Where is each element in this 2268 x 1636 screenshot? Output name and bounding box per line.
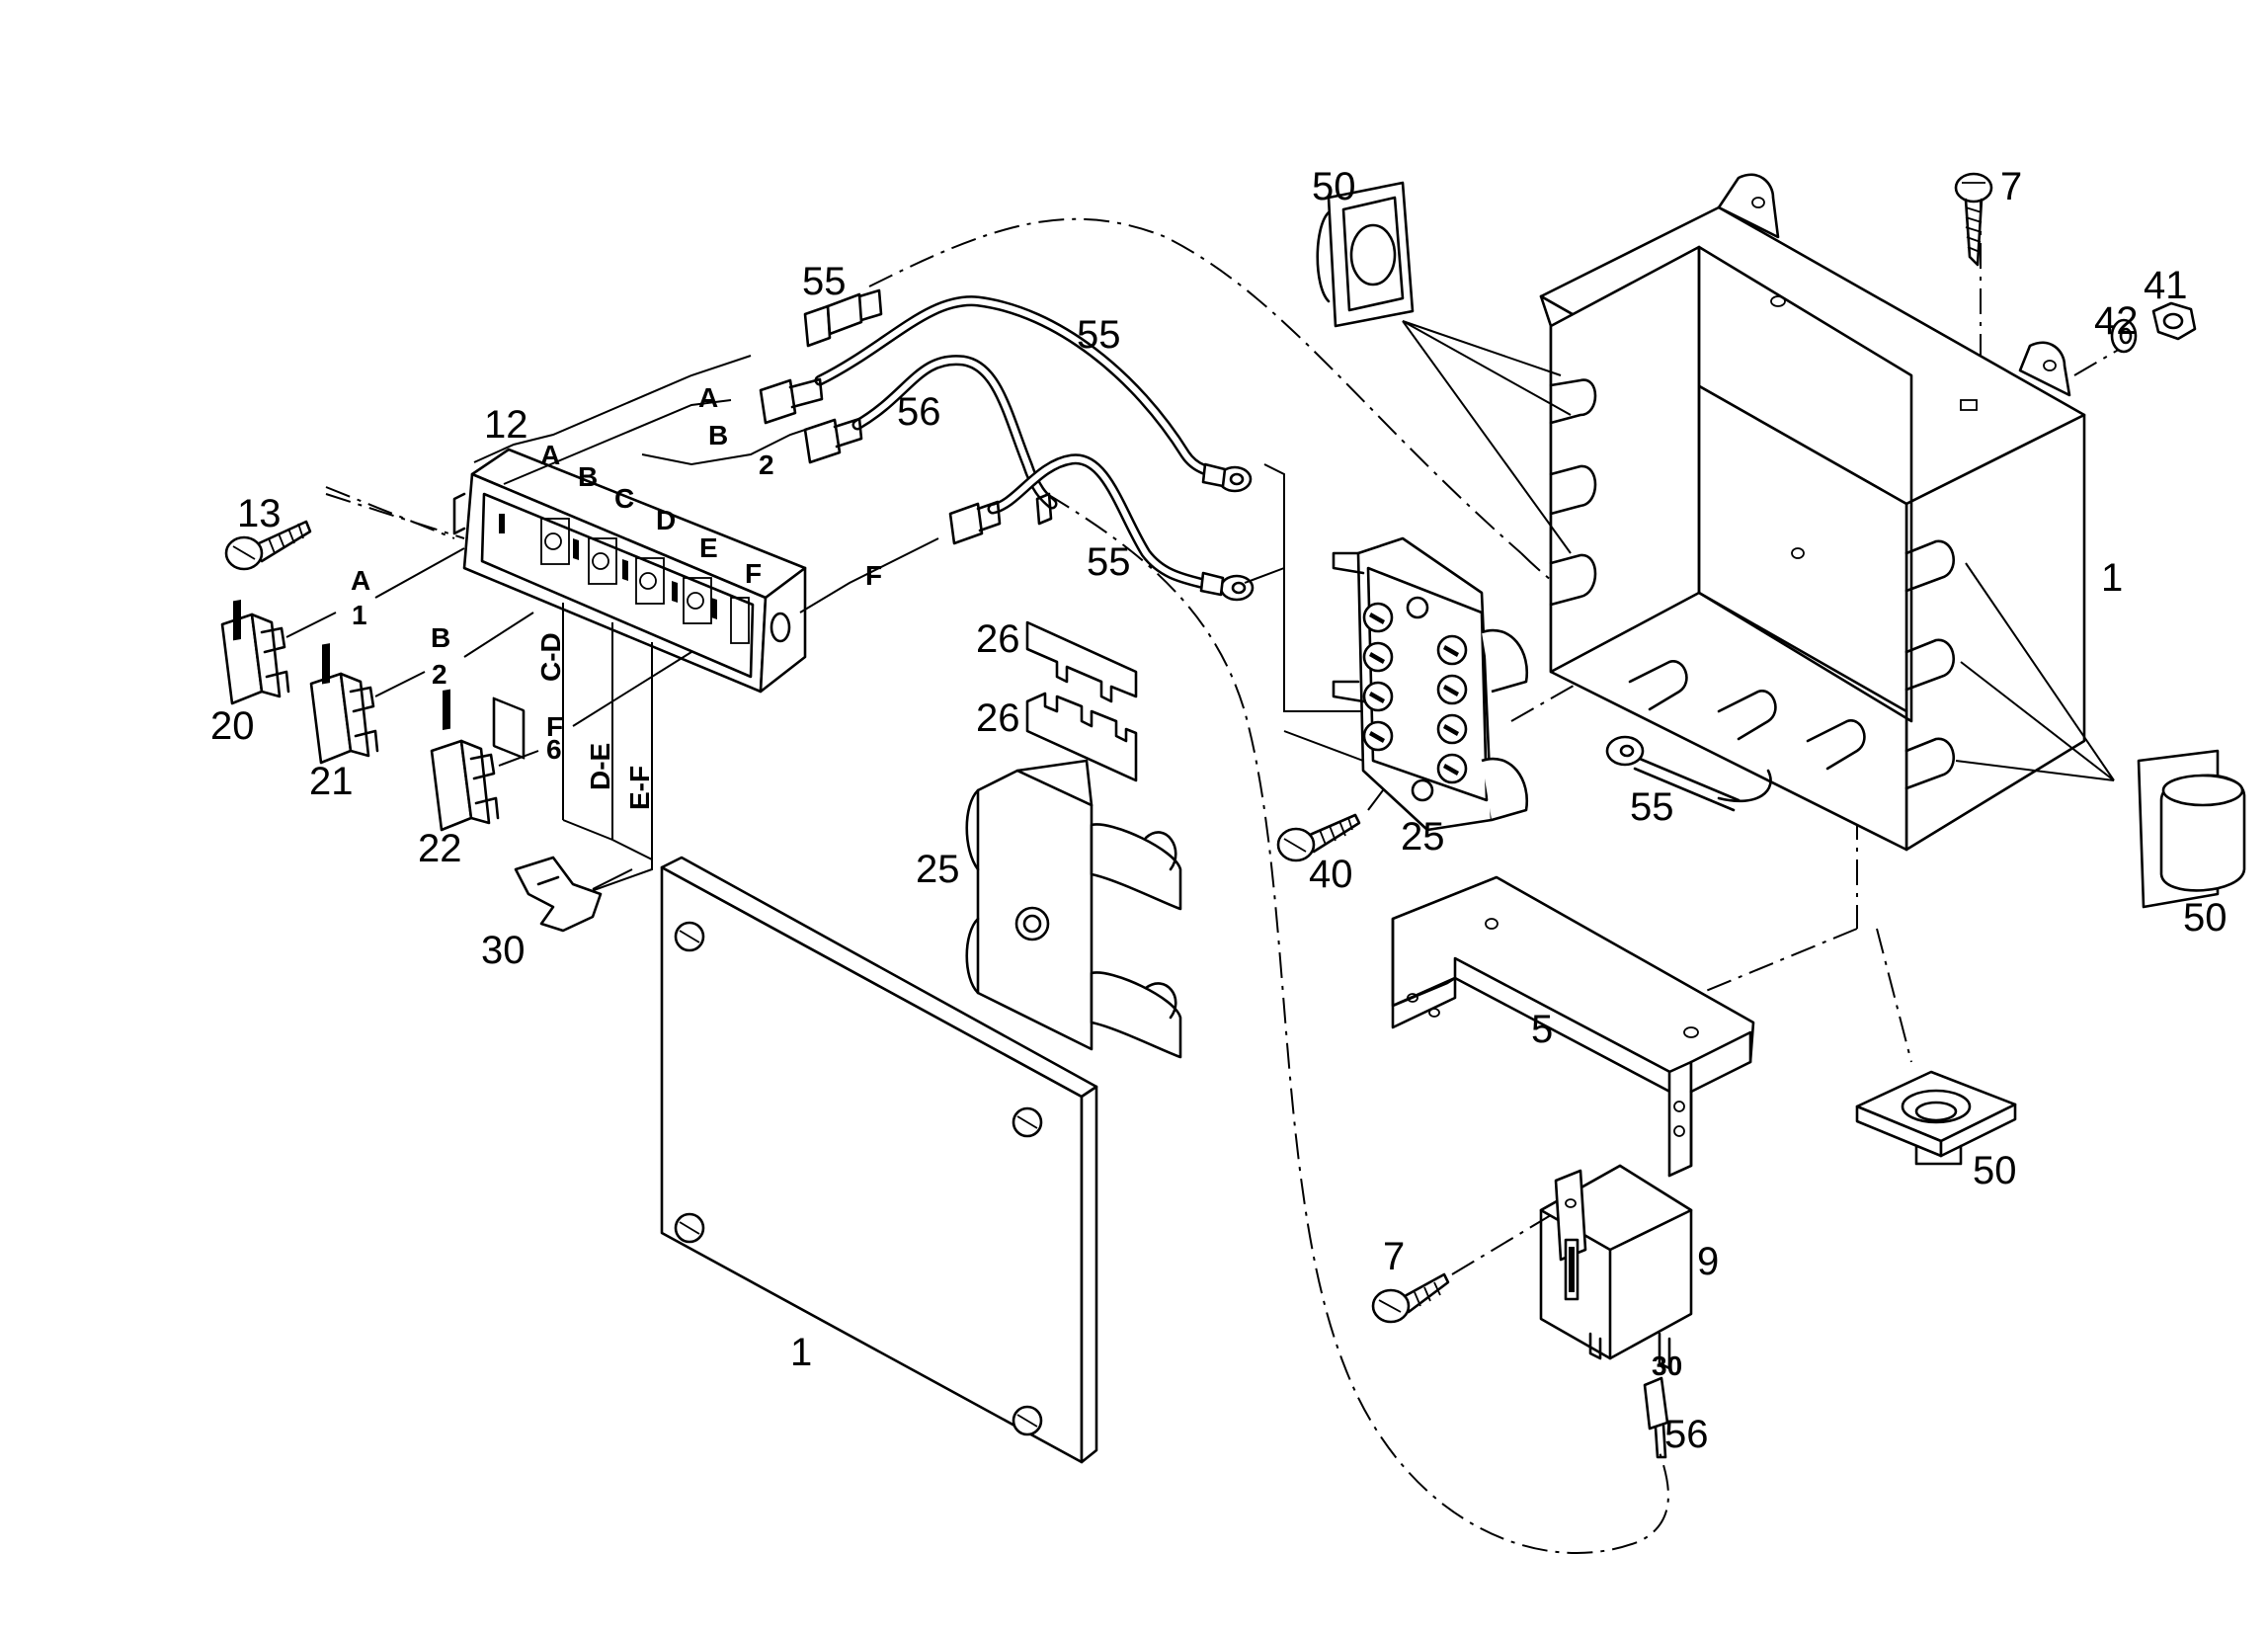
part-label-wire-56-relay: 56 — [1664, 1413, 1709, 1456]
part-label-relay-pin: 30 — [1652, 1350, 1682, 1381]
part-label-terminal-block-left: 25 — [916, 848, 960, 891]
screw-icon — [224, 486, 455, 571]
fuse-connection-leaders: A B 2 F A 1 B 2 F 6 C-D D-E E-F — [285, 355, 939, 895]
part-number-labels: 1 1 5 7 7 9 12 13 20 21 22 25 25 26 26 3… — [210, 165, 2228, 1456]
part-label-relay: 9 — [1697, 1240, 1719, 1283]
svg-text:B: B — [431, 622, 450, 653]
fuse-slots — [492, 514, 750, 760]
svg-text:A: A — [351, 565, 370, 596]
part-label-plate-lower: 26 — [976, 696, 1020, 740]
fuse-icon — [430, 689, 500, 832]
fuse-icon — [309, 643, 379, 765]
part-label-wire-56: 56 — [897, 390, 941, 434]
part-label-fuse-block: 12 — [484, 403, 528, 447]
svg-text:2: 2 — [759, 450, 774, 480]
wire-terminal-icon — [803, 288, 883, 348]
part-label-nut: 41 — [2144, 264, 2188, 307]
grommet-icon — [1316, 181, 1415, 328]
svg-text:C-D: C-D — [535, 632, 566, 682]
part-label-housing: 1 — [2101, 556, 2123, 600]
relay-icon — [1539, 1164, 1693, 1370]
part-label-screw-40: 40 — [1309, 853, 1353, 896]
part-label-grommet-right: 50 — [2183, 896, 2228, 940]
part-label-grommet-bottom: 50 — [1973, 1149, 2017, 1192]
part-label-wire-ring: 55 — [1630, 785, 1674, 829]
svg-text:B: B — [578, 461, 598, 492]
part-label-wire-upper: 55 — [1077, 313, 1121, 357]
cover-screw-icon — [674, 921, 1043, 1436]
terminal-block-icon — [1332, 536, 1529, 832]
part-label-fuse-22: 22 — [418, 827, 462, 870]
screw-icon — [1276, 789, 1384, 862]
clip — [514, 856, 633, 933]
fuse-icon — [220, 599, 290, 705]
svg-text:A: A — [698, 382, 718, 413]
ring-terminal-icon — [1605, 735, 1772, 812]
part-label-washer: 42 — [2094, 299, 2139, 343]
front-cover — [660, 856, 1098, 1464]
flat-terminal-icon — [1643, 1376, 1669, 1459]
svg-text:6: 6 — [546, 734, 562, 765]
svg-text:A: A — [540, 440, 560, 470]
svg-text:2: 2 — [432, 659, 447, 690]
insulating-plate — [1025, 620, 1138, 703]
grommet-icon — [2137, 749, 2246, 909]
svg-text:F: F — [546, 711, 563, 742]
part-label-screw-relay: 7 — [1383, 1235, 1405, 1278]
part-label-fuse-20: 20 — [210, 704, 255, 748]
svg-text:1: 1 — [352, 600, 367, 630]
svg-text:F: F — [745, 558, 762, 589]
part-label-plate-upper: 26 — [976, 617, 1020, 661]
part-label-fuse-screw: 13 — [237, 492, 282, 535]
washer-icon — [2110, 318, 2138, 354]
connection-letters: A B 2 F A 1 B 2 F 6 C-D D-E E-F — [351, 382, 882, 810]
grommet-icon — [1855, 1070, 2017, 1166]
svg-text:C: C — [614, 483, 634, 514]
part-label-wire-top: 55 — [802, 260, 847, 303]
bracket-holes — [1407, 918, 1699, 1137]
fuse-letters: A B C D E F — [540, 440, 762, 589]
screw-icon — [1371, 1214, 1552, 1324]
svg-text:D-E: D-E — [585, 743, 615, 790]
svg-text:E-F: E-F — [624, 766, 655, 810]
screw-icon — [1954, 172, 1993, 267]
fuse-block: A B C D E F — [452, 440, 807, 760]
part-label-fuse-21: 21 — [309, 760, 354, 803]
terminal-block-icon — [965, 759, 1182, 1059]
part-label-wire-middle: 55 — [1087, 540, 1131, 584]
part-label-grommet-top: 50 — [1312, 165, 1356, 208]
insulating-plate — [1025, 692, 1138, 782]
housing-box — [1402, 173, 2115, 852]
mounting-bracket — [1391, 875, 1755, 1178]
part-label-clip: 30 — [481, 929, 526, 972]
nut-icon — [2151, 301, 2197, 341]
ring-terminal-icon — [1199, 462, 1255, 602]
svg-text:F: F — [865, 560, 882, 591]
part-label-bracket: 5 — [1531, 1008, 1553, 1051]
wire-harness — [759, 288, 1772, 1459]
svg-text:B: B — [708, 420, 728, 450]
terminal-screws — [1362, 596, 1468, 802]
svg-text:D: D — [656, 505, 676, 535]
svg-text:E: E — [699, 532, 718, 563]
wire-terminal-icon — [759, 377, 1053, 545]
part-label-terminal-block-right: 25 — [1401, 815, 1445, 859]
part-label-screw-top: 7 — [2000, 165, 2022, 208]
part-label-cover: 1 — [790, 1331, 812, 1374]
